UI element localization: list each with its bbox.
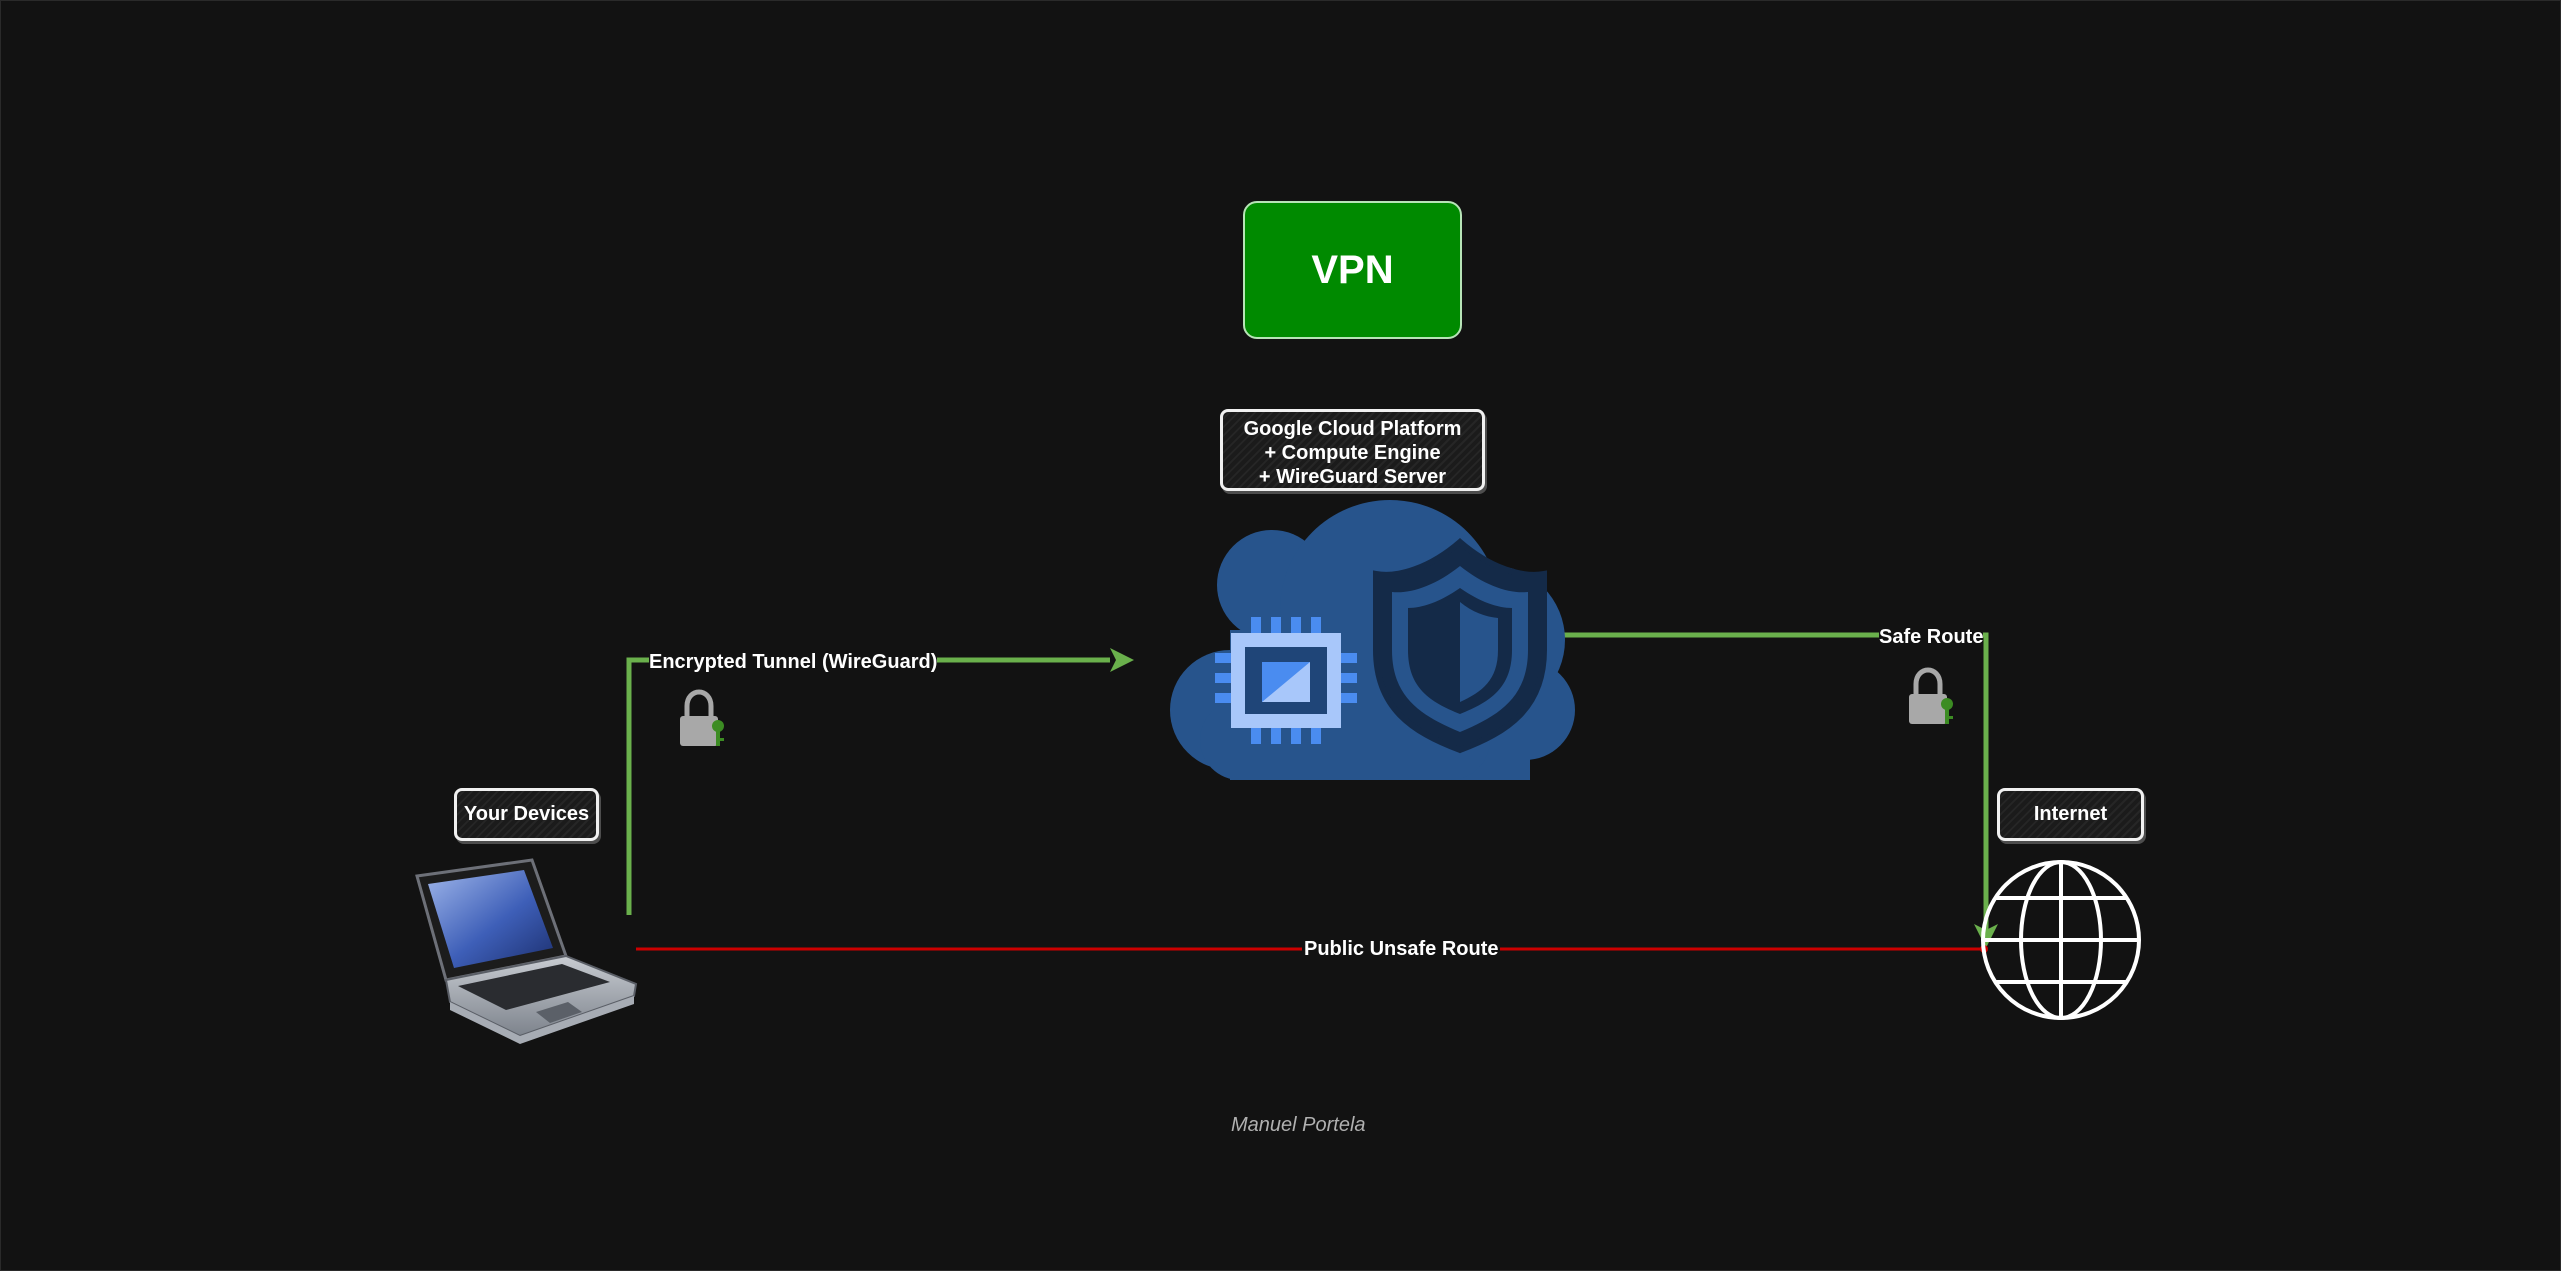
safe-route-padlock-key-icon — [1909, 667, 1953, 724]
safe-route-edge-label: Safe Route — [1879, 626, 1984, 648]
devices-label: Your Devices — [454, 788, 599, 841]
author-credit: Manuel Portela — [1231, 1114, 1366, 1136]
globe-icon — [1981, 860, 2141, 1020]
vpn-title-box: VPN — [1243, 201, 1462, 339]
safe-route-connector — [1562, 632, 1989, 930]
tunnel-arrowhead — [1110, 648, 1134, 672]
tunnel-connector — [626, 657, 1110, 915]
cloud-label: Google Cloud Platform + Compute Engine +… — [1220, 409, 1485, 491]
cloud-label-line-3: + WireGuard Server — [1258, 466, 1447, 488]
internet-label: Internet — [1997, 788, 2144, 841]
shield-icon — [1373, 538, 1547, 754]
cloud-label-line-2: + Compute Engine — [1264, 442, 1441, 464]
cloud-label-line-1: Google Cloud Platform — [1243, 418, 1462, 440]
safe-route-arrowhead — [1974, 924, 1998, 948]
tunnel-padlock-key-icon — [680, 689, 724, 746]
laptop-icon — [415, 858, 638, 1044]
cloud-shield-chip-icon — [1170, 500, 1575, 780]
chip-icon — [1215, 617, 1357, 744]
tunnel-edge-label: Encrypted Tunnel (WireGuard) — [649, 651, 938, 673]
vpn-title-text: VPN — [1311, 247, 1394, 292]
unsafe-route-edge-label: Public Unsafe Route — [1302, 938, 1501, 960]
